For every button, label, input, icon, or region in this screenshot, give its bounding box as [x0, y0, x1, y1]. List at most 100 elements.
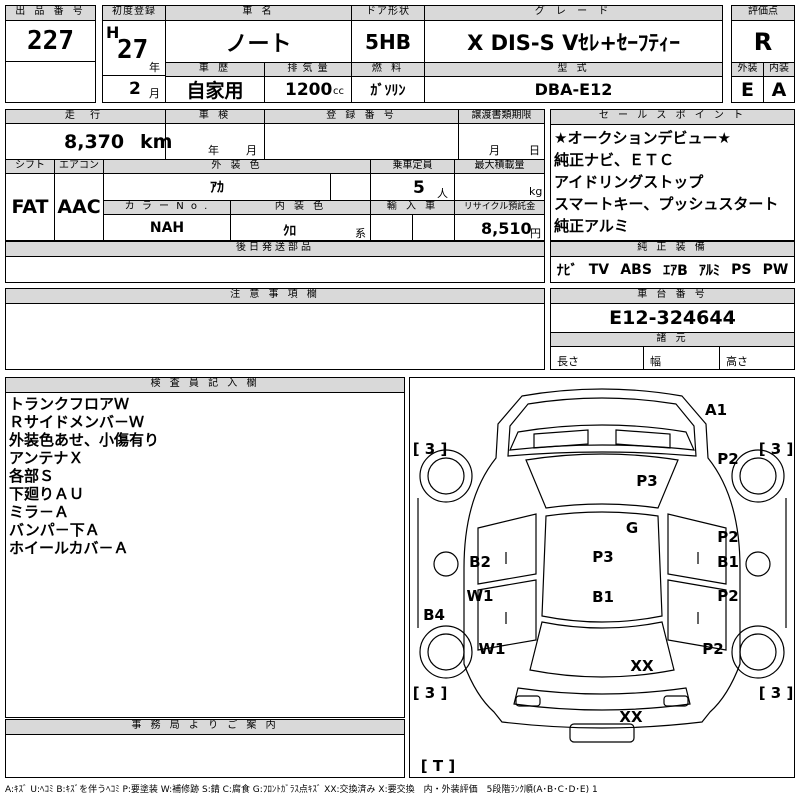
era: H	[106, 23, 120, 42]
int-color: ｸﾛ	[283, 224, 296, 239]
mileage-label: 走 行	[5, 109, 166, 124]
height-box: 高さ	[719, 346, 795, 370]
sales-label: セ ー ル ス ポ イ ン ト	[550, 109, 795, 125]
mileage: 8,370	[64, 131, 125, 153]
office-box	[5, 734, 405, 778]
mark-p2: P2	[702, 640, 724, 658]
mark-p3: P3	[592, 548, 614, 566]
shift: FAT	[5, 173, 55, 241]
inspection-box: 年 月	[165, 123, 265, 160]
transfer-box: 月 日	[458, 123, 545, 160]
equipment-item: PS	[731, 261, 752, 278]
transfer-label: 譲渡書類期限	[458, 109, 545, 124]
mark-b1: B1	[717, 553, 739, 571]
length-label: 長さ	[557, 355, 579, 368]
mark-p2: P2	[717, 450, 739, 468]
color-no-label: カ ラ ー N o .	[103, 200, 231, 215]
tire-rl: [ 3 ]	[412, 684, 448, 702]
reg-no-box	[264, 123, 459, 160]
capacity-box: 5 人	[370, 173, 455, 201]
month-unit: 月	[149, 87, 160, 100]
inspector-line: 下廻りＡＵ	[9, 485, 85, 503]
ext-score-label: 外装	[731, 62, 764, 77]
displacement-unit: cc	[333, 86, 344, 97]
tire-fr: [ 3 ]	[758, 440, 794, 458]
capacity-label: 乗車定員	[370, 159, 455, 174]
lot-no-label: 出 品 番 号	[5, 5, 96, 21]
sales-point: アイドリングストップ	[554, 173, 704, 191]
score-label: 評価点	[731, 5, 795, 21]
first-reg-year: 27	[117, 35, 149, 65]
displacement-box: 1200 cc	[264, 76, 352, 103]
equipment-item: ｱﾙﾐ	[698, 262, 720, 279]
grade: X DIS-S Vｾﾚ+ｾｰﾌﾃｨｰ	[424, 20, 723, 63]
notes-box	[5, 303, 545, 370]
inspector-line: ミラ－Ａ	[9, 503, 70, 521]
inspector-line: アンテナＸ	[9, 449, 84, 467]
car-outline	[417, 388, 787, 743]
first-reg-month-box: 2 月	[102, 75, 166, 103]
model-label: 型 式	[424, 62, 723, 77]
import-label: 輸 入 車	[370, 200, 455, 215]
mileage-unit: km	[140, 131, 173, 153]
later-parts-label: 後日発送部品	[5, 241, 545, 257]
sales-point: ★オークションデビュー★	[554, 129, 731, 147]
fuel-label: 燃 料	[351, 62, 425, 77]
chassis-label: 車 台 番 号	[550, 288, 795, 304]
notes-label: 注 意 事 項 欄	[5, 288, 545, 304]
int-color-unit: 系	[355, 227, 366, 240]
office-label: 事 務 局 よ り ご 案 内	[5, 719, 405, 735]
equipment-item: ｴｱB	[663, 262, 688, 279]
car-name-label: 車 名	[165, 5, 352, 21]
length-box: 長さ	[550, 346, 644, 370]
sales-point: 純正ナビ、ＥＴＣ	[554, 151, 675, 169]
inspector-line: ホイールカバ－Ａ	[9, 539, 129, 557]
ac-label: エアコン	[54, 159, 104, 174]
recycle-unit: 円	[530, 227, 541, 240]
history: 自家用	[165, 76, 265, 103]
mark-b1: B1	[592, 588, 614, 606]
tire-fl: [ 3 ]	[412, 440, 448, 458]
first-reg-year-box: H 27 年	[102, 20, 166, 76]
color-label: 外 装 色	[103, 159, 371, 174]
fuel: ｶﾞｿﾘﾝ	[351, 76, 425, 103]
transfer-day-unit: 日	[529, 144, 540, 157]
first-reg-label: 初度登録	[102, 5, 166, 21]
first-reg-month: 2	[129, 79, 141, 99]
import-box-2	[412, 214, 455, 241]
capacity-unit: 人	[437, 187, 448, 200]
dims-label: 諸 元	[550, 332, 795, 347]
inspection-month-unit: 月	[246, 144, 257, 157]
chassis-number: E12-324644	[550, 303, 795, 333]
color: ｱｶ	[103, 173, 331, 201]
ac: AAC	[54, 173, 104, 241]
mark-g: G	[625, 519, 639, 537]
mark-p3: P3	[636, 472, 658, 490]
inspector-line: Ｒサイドメンバ－Ｗ	[9, 413, 145, 431]
sales-point: 純正アルミ	[554, 217, 629, 235]
damage-diagram: A1 P2 P3 G P2 B1 P3 B2 W1 B1 P2 B4 W1 P2…	[409, 377, 795, 778]
width-box: 幅	[643, 346, 720, 370]
grade-label: グ レ ー ド	[424, 5, 723, 21]
mark-a1: A1	[704, 401, 728, 419]
mark-b2: B2	[469, 553, 491, 571]
height-label: 高さ	[726, 355, 748, 368]
tire-spare: [ T ]	[420, 757, 456, 775]
mark-xx: XX	[630, 657, 654, 675]
shift-label: シフト	[5, 159, 55, 174]
car-name: ノート	[165, 20, 352, 63]
int-score-label: 内装	[763, 62, 795, 77]
equipment-list: ﾅﾋﾞ TV ABS ｴｱB ｱﾙﾐ PS PW	[550, 256, 795, 283]
equipment-item: TV	[588, 261, 610, 278]
model-code: DBA-E12	[424, 76, 723, 103]
inspector-line: バンパ－下Ａ	[9, 521, 100, 539]
tire-rr: [ 3 ]	[758, 684, 794, 702]
equipment-item: ABS	[620, 261, 652, 278]
later-parts-box	[5, 256, 545, 283]
load-label: 最大積載量	[454, 159, 545, 174]
width-label: 幅	[650, 355, 661, 368]
inspector-line: 外装色あせ、小傷有り	[9, 431, 160, 449]
displacement: 1200	[285, 80, 333, 100]
mileage-box: 8,370 km	[5, 123, 172, 160]
legend: A:ｷｽﾞ U:ﾍｺﾐ B:ｷｽﾞを伴うﾍｺﾐ P:要塗装 W:補修跡 S:錆 …	[5, 785, 598, 795]
